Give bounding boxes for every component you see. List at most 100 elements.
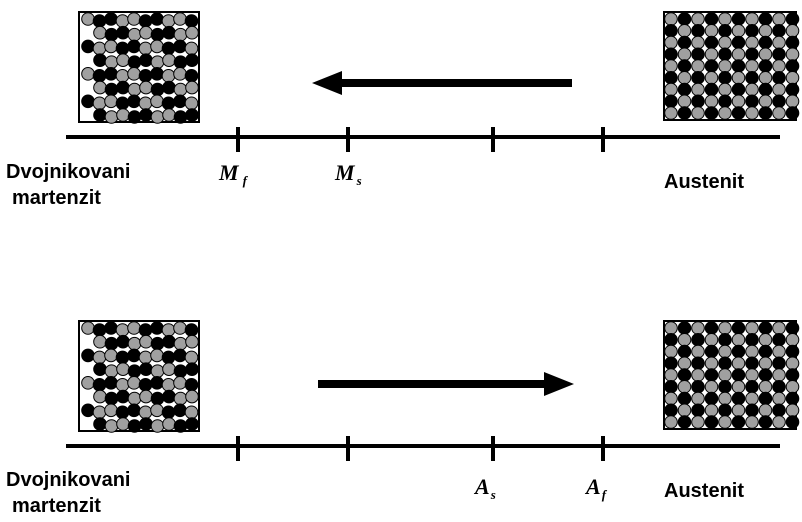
atom-dark: [173, 55, 188, 69]
atom-dark: [772, 94, 786, 109]
atom-light: [150, 94, 164, 109]
atom-dark: [704, 321, 719, 335]
atom-light: [745, 82, 759, 97]
atom-light: [691, 391, 705, 406]
atom-dark: [785, 344, 800, 359]
atom-light: [81, 12, 95, 26]
atom-dark: [718, 379, 732, 394]
atom-light: [162, 108, 176, 122]
atom-light: [745, 344, 759, 359]
atom-dark: [138, 378, 153, 392]
atom-light: [718, 59, 732, 73]
atom-dark: [184, 378, 199, 392]
atom-light: [677, 332, 692, 347]
atom-light: [691, 12, 705, 26]
atom-dark: [677, 35, 692, 50]
atom-dark: [184, 14, 199, 28]
atom-dark: [758, 368, 773, 382]
atom-dark: [772, 379, 786, 394]
atom-light: [104, 39, 118, 54]
atom-light: [772, 344, 786, 359]
atom-dark: [127, 94, 141, 109]
atom-dark: [785, 35, 800, 50]
atom-dark: [81, 94, 95, 109]
atom-dark: [116, 389, 130, 404]
atom-dark: [772, 403, 786, 418]
atom-dark: [745, 332, 759, 347]
atom-light: [127, 27, 142, 42]
atom-light: [185, 80, 199, 95]
atom-dark: [161, 350, 176, 365]
atom-light: [93, 25, 107, 40]
atom-light: [664, 391, 678, 406]
atom-light: [704, 94, 719, 109]
atom-dark: [93, 53, 107, 67]
atom-light: [704, 356, 719, 371]
atom-dark: [92, 323, 107, 337]
atom-dark: [139, 417, 153, 431]
martensite-lattice-top: [78, 11, 200, 124]
atom-dark: [758, 82, 773, 97]
temp-mf-symbol: M: [218, 160, 240, 185]
atom-dark: [718, 94, 732, 109]
atom-light: [704, 23, 719, 38]
atom-dark: [772, 332, 786, 347]
atom-dark: [758, 321, 773, 335]
atom-dark: [677, 391, 692, 406]
atom-light: [677, 23, 692, 38]
atom-dark: [677, 321, 692, 335]
martensite-label-line1: Dvojnikovani: [6, 161, 130, 183]
atom-light: [772, 35, 786, 50]
atom-dark: [758, 35, 773, 50]
martensite-label-line2-bottom: martenzit: [12, 495, 101, 517]
atom-dark: [704, 106, 719, 120]
atom-light: [115, 69, 130, 83]
atom-light: [162, 362, 176, 376]
atom-dark: [785, 59, 800, 73]
austenite-label: Austenit: [664, 171, 744, 193]
atom-light: [161, 378, 176, 392]
atom-dark: [185, 108, 199, 122]
atom-light: [772, 415, 786, 429]
atom-dark: [104, 12, 118, 26]
atom-light: [691, 106, 705, 120]
atom-light: [758, 70, 773, 85]
atom-dark: [93, 108, 107, 122]
atom-light: [691, 368, 705, 382]
atom-dark: [173, 364, 188, 378]
atom-light: [92, 405, 107, 420]
temp-label-af: Af: [584, 474, 608, 502]
atom-light: [745, 368, 759, 382]
atom-dark: [731, 344, 746, 359]
atom-light: [104, 419, 119, 433]
atom-light: [664, 415, 678, 429]
atom-light: [92, 96, 107, 111]
atom-dark: [718, 23, 732, 38]
atom-dark: [704, 415, 719, 429]
atom-dark: [704, 59, 719, 73]
atom-dark: [127, 348, 141, 363]
martensite-label-line1-bottom: Dvojnikovani: [6, 469, 130, 491]
atom-light: [115, 323, 130, 337]
atom-dark: [150, 376, 164, 390]
atom-dark: [173, 110, 188, 124]
atom-dark: [677, 368, 692, 382]
atom-dark: [758, 415, 773, 429]
atom-dark: [664, 356, 678, 371]
atom-dark: [127, 419, 142, 433]
atom-dark: [104, 27, 119, 42]
atom-light: [162, 417, 176, 431]
atom-dark: [718, 47, 732, 62]
atom-dark: [704, 391, 719, 406]
atom-dark: [150, 27, 165, 42]
atom-dark: [127, 403, 141, 418]
atom-light: [718, 82, 732, 97]
atom-dark: [162, 389, 176, 404]
atom-light: [127, 82, 142, 97]
atom-dark: [92, 69, 107, 83]
atom-light: [758, 332, 773, 347]
atom-dark: [745, 47, 759, 62]
atom-light: [731, 70, 746, 85]
